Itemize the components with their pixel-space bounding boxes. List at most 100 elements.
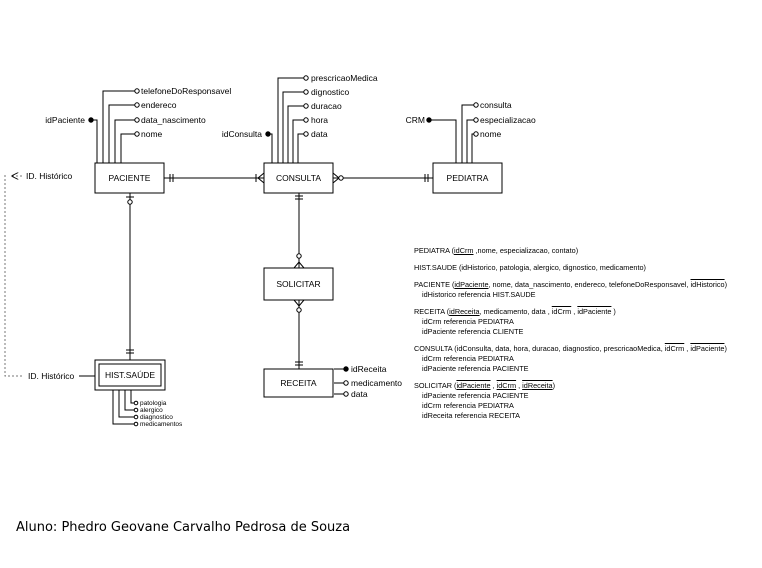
attr-telefone: telefoneDoResponsavel: [141, 86, 231, 96]
attr-dot-prescricao: [303, 75, 309, 81]
attr-dot-endereco: [134, 102, 140, 108]
entity-consulta-box: [263, 162, 334, 194]
schema-solicitar-pre: SOLICITAR (: [414, 381, 457, 390]
attr-idpaciente: idPaciente: [45, 115, 85, 125]
attr-line-data: [297, 133, 306, 163]
rel-solicitar-zero-top: [296, 253, 302, 259]
author-caption: Aluno: Phedro Geovane Carvalho Pedrosa d…: [16, 520, 351, 535]
attr-hist-diagnostico: diagnostico: [140, 414, 173, 421]
schema-receita-post: ): [611, 307, 616, 316]
attr-dot-hora: [303, 117, 309, 123]
schema-hist-line: HIST.SAUDE (idHistorico, patologia, aler…: [414, 263, 646, 272]
attr-line-hora: [292, 119, 306, 163]
entity-hist-saude: HIST.SAÚDE: [105, 370, 155, 380]
relational-schema: PEDIATRA (idCrm ,nome, especializacao, c…: [414, 246, 759, 428]
entity-solicitar: SOLICITAR: [276, 279, 320, 289]
rel-solicitar-zero-bottom: [296, 307, 302, 313]
entity-receita: RECEITA: [280, 378, 317, 388]
schema-solicitar: SOLICITAR (idPaciente , idCrm , idReceit…: [414, 381, 759, 421]
key-dot-idreceita: [343, 366, 349, 372]
schema-receita-ref1: idCrm referencia PEDIATRA: [422, 317, 514, 326]
schema-solicitar-k1: idPaciente: [456, 381, 491, 390]
schema-pediatra-pk: idCrm: [454, 246, 474, 255]
schema-consulta-sep: ,: [684, 344, 691, 353]
attr-duracao: duracao: [311, 101, 342, 111]
attr-crm: CRM: [406, 115, 425, 125]
schema-receita: RECEITA (idReceita, medicamento, data , …: [414, 307, 759, 337]
attr-dot-receita-data: [343, 391, 349, 397]
attr-dot-hist-diagnostico: [133, 414, 139, 420]
rel-consulta-zero-mark: [338, 175, 344, 181]
rel-pediatra-one-mark: [424, 174, 429, 182]
attr-especializacao: especializacao: [480, 115, 536, 125]
schema-receita-mid: , medicamento, data ,: [479, 307, 552, 316]
attr-line-idpaciente: [91, 119, 98, 163]
rel-consulta-crow-left: [255, 172, 265, 184]
key-dot-idconsulta: [265, 131, 271, 137]
attr-line-nome: [120, 133, 137, 163]
attr-dot-diagnostico: [303, 89, 309, 95]
attr-hora: hora: [311, 115, 328, 125]
schema-solicitar-ref1: idPaciente referencia PACIENTE: [422, 391, 529, 400]
attr-line-data-nascimento: [114, 119, 137, 163]
rel-solicitar-crow-top: [293, 261, 305, 269]
rel-paciente-hist-zero: [127, 199, 133, 205]
attr-dot-especializacao: [473, 117, 479, 123]
schema-paciente-pre: PACIENTE (: [414, 280, 455, 289]
entity-paciente: PACIENTE: [109, 173, 151, 183]
schema-solicitar-post: ): [552, 381, 556, 390]
attr-dot-duracao: [303, 103, 309, 109]
attr-line-endereco: [108, 104, 137, 163]
schema-consulta-ref1: idCrm referencia PEDIATRA: [422, 354, 514, 363]
attr-dot-consulta: [473, 102, 479, 108]
entity-paciente-box: [94, 162, 165, 194]
schema-consulta: CONSULTA (idConsulta, data, hora, duraca…: [414, 344, 759, 374]
attr-line-consulta: [461, 104, 476, 163]
attr-dot-medicamento: [343, 380, 349, 386]
attr-line-telefone: [102, 90, 137, 163]
hist-dashed-link: [4, 175, 22, 377]
schema-pediatra: PEDIATRA (idCrm ,nome, especializacao, c…: [414, 246, 759, 256]
schema-receita-fk2: idPaciente: [577, 307, 612, 316]
rel-solicitar-crow-bottom: [293, 299, 305, 307]
schema-paciente-fk: idHistorico: [690, 280, 725, 289]
attr-dot-nome: [134, 131, 140, 137]
attr-patologia: patologia: [140, 400, 167, 407]
rel-paciente-one-mark: [169, 174, 174, 182]
attr-receita-data: data: [351, 389, 368, 399]
attr-pediatra-consulta: consulta: [480, 100, 512, 110]
attr-idreceita: idReceita: [351, 364, 387, 374]
entity-pediatra-box: [432, 162, 503, 194]
schema-receita-fk1: idCrm: [551, 307, 572, 316]
schema-paciente-post: ): [724, 280, 728, 289]
rel-receita-one-mark: [295, 361, 303, 366]
attr-line-alergico: [124, 387, 136, 411]
entity-receita-box: [263, 368, 334, 398]
schema-paciente: PACIENTE (idPaciente, nome, data_nascime…: [414, 280, 759, 300]
hist-ref-top: ID. Histórico: [26, 171, 73, 181]
attr-line-hist-diagnostico: [118, 387, 136, 418]
attr-prescricao: prescricaoMedica: [311, 73, 378, 83]
schema-solicitar-sep2: ,: [516, 381, 523, 390]
attr-dot-alergico: [133, 407, 139, 413]
attr-line-especializacao: [466, 119, 476, 163]
attr-dot-patologia: [133, 400, 139, 406]
schema-solicitar-k3: idReceita: [522, 381, 553, 390]
schema-consulta-fk1: idCrm: [664, 344, 685, 353]
attr-line-prescricao: [277, 77, 306, 163]
schema-pediatra-pre: PEDIATRA (: [414, 246, 455, 255]
attr-medicamento: medicamento: [351, 378, 402, 388]
attr-line-idconsulta: [268, 133, 273, 163]
attr-dot-telefone: [134, 88, 140, 94]
entity-solicitar-box: [263, 267, 334, 301]
schema-consulta-fk2: idPaciente: [690, 344, 725, 353]
attr-dot-data-nascimento: [134, 117, 140, 123]
attr-pediatra-nome: nome: [480, 129, 502, 139]
attr-diagnostico: dignostico: [311, 87, 350, 97]
attr-endereco: endereco: [141, 100, 177, 110]
schema-consulta-pre: CONSULTA (idConsulta, data, hora, duraca…: [414, 344, 665, 353]
key-dot-crm: [426, 117, 432, 123]
schema-paciente-ref1: idHistorico referencia HIST.SAUDE: [422, 290, 536, 299]
rel-consulta-one-mark: [295, 195, 303, 200]
attr-line-duracao: [287, 105, 306, 163]
